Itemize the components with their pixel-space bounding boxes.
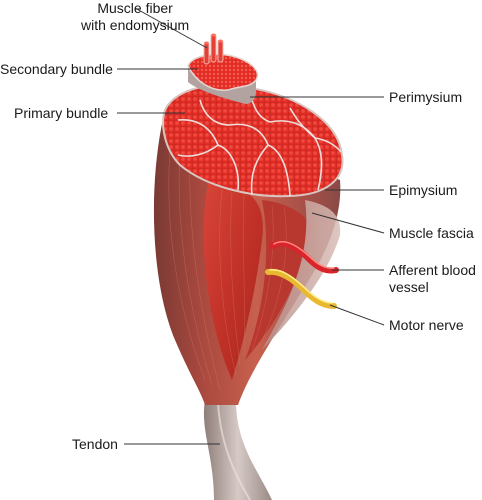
- muscle-striations: [168, 149, 287, 391]
- motor-nerve-highlight: [269, 269, 333, 304]
- muscle-fascia-shape: [262, 200, 341, 350]
- label-afferent-line1: Afferent blood: [389, 262, 476, 278]
- label-perimysium: Perimysium: [389, 89, 463, 105]
- muscle-tissue-panel-right: [245, 200, 312, 360]
- label-motor-nerve: Motor nerve: [389, 317, 464, 333]
- label-afferent-line2: vessel: [389, 279, 429, 295]
- label-muscle-fiber-line2: with endomysium: [81, 17, 190, 33]
- perimysium-partitions: [177, 89, 342, 197]
- label-afferent-blood-vessel: Afferent blood vessel: [389, 262, 476, 296]
- tendon-shading: [217, 401, 251, 500]
- label-epimysium: Epimysium: [389, 182, 458, 198]
- label-secondary-bundle: Secondary bundle: [0, 61, 113, 77]
- leader-motor-nerve: [329, 304, 385, 326]
- afferent-blood-vessel-shape: [269, 240, 339, 274]
- label-muscle-fascia: Muscle fascia: [389, 225, 474, 241]
- muscle-fibers: [203, 33, 224, 65]
- leader-muscle-fiber: [134, 7, 208, 49]
- muscle-tissue-panel: [203, 175, 263, 380]
- label-muscle-fiber-with-endomysium: Muscle fiber with endomysium: [81, 0, 189, 34]
- label-primary-bundle: Primary bundle: [14, 105, 109, 121]
- label-tendon: Tendon: [72, 436, 118, 452]
- leader-muscle-fascia: [311, 212, 385, 234]
- motor-nerve-shape: [265, 268, 337, 309]
- leader-lines: [117, 7, 385, 445]
- blood-vessel-highlight: [273, 241, 335, 269]
- tendon-shape: [203, 400, 272, 500]
- label-muscle-fiber-line1: Muscle fiber: [97, 0, 173, 16]
